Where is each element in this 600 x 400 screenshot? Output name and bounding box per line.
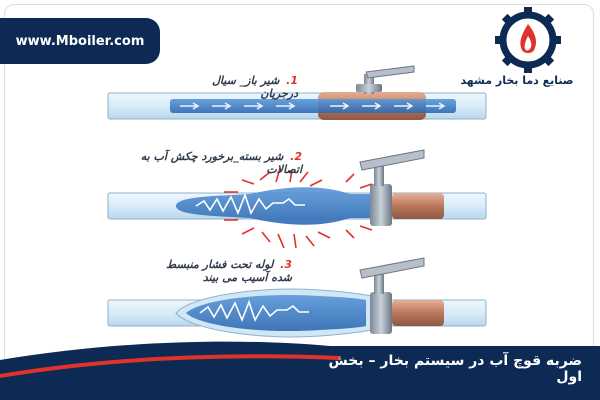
shockwave-icon (224, 167, 373, 249)
website-url-text: www.Mboiler.com (15, 33, 145, 49)
pipe-2 (107, 149, 487, 249)
step-3-label: 3. لوله تحت فشار منبسط شده آسیب می بیند (152, 258, 292, 284)
step-1-text: شیر باز_ سیال درجریان (211, 74, 298, 100)
step-3-text-line1: لوله تحت فشار منبسط (166, 258, 274, 271)
valve-handle-icon (359, 257, 425, 334)
step-2-text-line1: شیر بسته_برخورد چکش آب به (140, 150, 284, 163)
flow-arrow-icon (180, 102, 446, 110)
step-2-number: 2. (290, 150, 302, 163)
valve-handle-icon (356, 65, 415, 94)
valve-handle-icon (359, 149, 425, 226)
step-1-number: 1. (286, 74, 298, 87)
footer-banner (0, 341, 600, 400)
step-2-label: 2. شیر بسته_برخورد چکش آب به اتصالات (120, 150, 302, 176)
website-url-badge[interactable]: www.Mboiler.com (0, 18, 160, 64)
step-3-text-line2: شده آسیب می بیند (202, 271, 292, 284)
company-name: صنایع دما بخار مشهد (460, 74, 574, 87)
gear-flame-logo-icon (495, 7, 561, 73)
pipe-3 (107, 257, 487, 338)
step-1-label: 1. شیر باز_ سیال درجریان (186, 74, 298, 100)
step-3-number: 3. (280, 258, 292, 271)
step-2-text-line2: اتصالات (266, 163, 302, 176)
footer-title: ضربه قوچ آب در سیستم بخار – بخش اول (328, 353, 582, 385)
pipe-1 (107, 65, 487, 120)
